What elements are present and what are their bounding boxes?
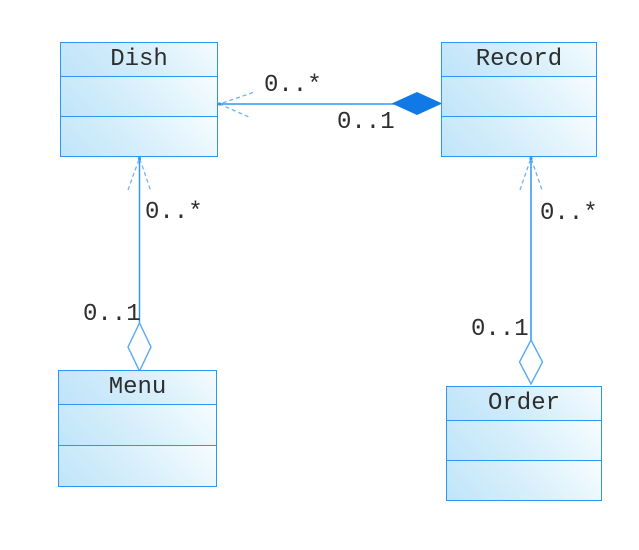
- class-name: Order: [447, 387, 601, 421]
- open-arrowhead-icon: [519, 156, 543, 191]
- operations-compartment: [61, 116, 217, 156]
- attributes-compartment: [442, 77, 596, 116]
- class-name: Menu: [59, 371, 216, 405]
- attributes-compartment: [61, 77, 217, 116]
- arrow-tip-dot: [217, 102, 222, 106]
- operations-compartment: [59, 445, 216, 486]
- arrow-tip-dot: [529, 156, 533, 161]
- class-name: Record: [442, 43, 596, 77]
- multiplicity-label-record-end: 0..1: [337, 109, 395, 136]
- open-arrowhead-icon: [127, 156, 152, 191]
- aggregation-diamond-icon: [518, 338, 544, 386]
- class-name: Dish: [61, 43, 217, 77]
- open-arrowhead-icon: [217, 91, 254, 119]
- attributes-compartment: [447, 421, 601, 460]
- attributes-compartment: [59, 405, 216, 445]
- arrow-tip-dot: [137, 156, 142, 161]
- connector-record-dish[interactable]: [217, 91, 443, 119]
- multiplicity-label-dish-end: 0..*: [264, 72, 322, 99]
- multiplicity-label-dish-bottom-end: 0..*: [145, 199, 203, 226]
- multiplicity-label-record-bottom-end: 0..*: [540, 200, 598, 227]
- operations-compartment: [447, 460, 601, 500]
- class-box-menu[interactable]: Menu: [58, 370, 217, 487]
- connector-menu-dish[interactable]: [127, 156, 152, 373]
- operations-compartment: [442, 116, 596, 156]
- connector-order-record[interactable]: [518, 156, 544, 386]
- class-box-dish[interactable]: Dish: [60, 42, 218, 157]
- multiplicity-label-menu-end: 0..1: [83, 301, 141, 328]
- multiplicity-label-order-end: 0..1: [471, 316, 529, 343]
- class-box-record[interactable]: Record: [441, 42, 597, 157]
- composition-diamond-icon: [391, 91, 443, 116]
- aggregation-diamond-icon: [127, 321, 152, 373]
- class-box-order[interactable]: Order: [446, 386, 602, 501]
